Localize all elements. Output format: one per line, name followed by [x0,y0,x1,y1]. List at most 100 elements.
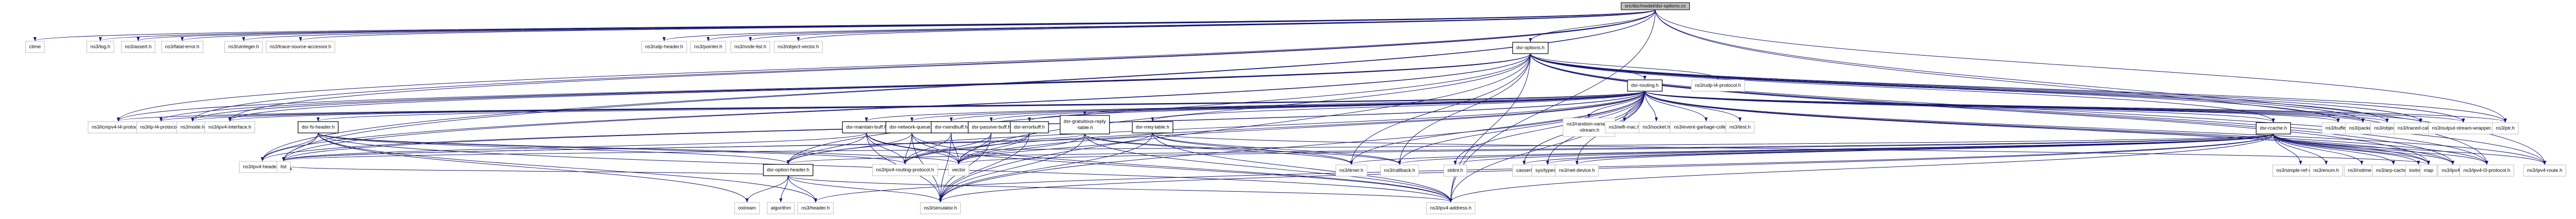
graph-node-errorbuff[interactable]: dsr-errorbuff.h [1010,121,1049,133]
node-label: -stream.h [1579,128,1599,133]
graph-node-udpl4[interactable]: ns3/udp-l4-protocol.h [1691,79,1745,92]
graph-node-maintain[interactable]: dsr-maintain-buff.h [842,121,891,133]
edge-optheader-to-ipv4addr [788,175,1452,203]
edge-routing_h-to-ipv4addr [1449,91,1646,203]
node-label: dsr-options.h [1516,45,1545,51]
edge-errorbuff-to-simulator [939,132,1030,203]
graph-node-log[interactable]: ns3/log.h [86,41,114,53]
graph-node-osw[interactable]: ns3/output-stream-wrapper.h [2428,122,2499,134]
edge-optheader-to-list [289,166,789,176]
graph-node-nodelist[interactable]: ns3/node-list.h [730,41,770,53]
edge-rcache-to-ipv4route [2273,133,2547,165]
edge-options_h-to-ipv4route [1530,53,2547,165]
graph-node-netdev[interactable]: ns3/net-device.h [1555,164,1599,177]
edge-rreq-to-timer [1152,132,1353,165]
graph-node-root[interactable]: src/dsr/model/dsr-options.cc [1621,2,1690,10]
graph-node-ptr[interactable]: ns3/ptr.h [2492,122,2519,134]
node-box [1010,121,1049,133]
node-label: ns3/fatal-error.h [165,44,199,50]
graph-node-rcache[interactable]: dsr-rcache.h [2256,122,2291,134]
node-label: ns3/traced-callback.h [2398,126,2444,131]
graph-node-assert[interactable]: ns3/assert.h [121,41,156,53]
edge-optheader-to-ostream [745,175,789,203]
graph-node-node[interactable]: ns3/node.h [176,121,209,133]
node-label: ns3/wifi-mac.h [1609,125,1640,130]
node-label: ns3/test.h [1730,125,1751,130]
edge-rreq-to-vector [957,132,1153,164]
edge-rcache-to-rstime [2273,133,2364,165]
graph-node-vector[interactable]: vector [948,164,970,176]
node-box [1380,164,1419,177]
node-box [2523,164,2566,177]
node-label: ns3/ipv4-interface.h [209,125,251,130]
node-label: ns3/ipv4-route.h [2527,168,2562,174]
graph-node-tsa[interactable]: ns3/trace-source-accessor.h [266,41,335,53]
node-label: dsr-fs-header.h [302,125,335,130]
node-box [224,41,263,53]
node-label: ns3/ipv4-address.h [1430,206,1471,211]
node-label: ns3/timer.h [1340,168,1363,174]
graph-node-fatal[interactable]: ns3/fatal-error.h [161,41,204,53]
graph-node-fs_header[interactable]: dsr-fs-header.h [297,121,339,133]
edge-root-to-ipv4if [228,9,1656,122]
graph-node-callback[interactable]: ns3/callback.h [1380,164,1419,177]
graph-node-ctime[interactable]: ctime [25,41,45,53]
graph-node-ipv4if[interactable]: ns3/ipv4-interface.h [205,121,256,133]
edge-rcache-to-list [282,133,2274,161]
node-label: dsr-gratuitous-reply [1064,119,1106,125]
graph-node-simulator[interactable]: ns3/simulator.h [920,202,961,214]
graph-node-rreq[interactable]: dsr-rreq-table.h [1132,121,1174,133]
node-box [767,202,795,214]
graph-node-algorithm[interactable]: algorithm [767,202,795,214]
edge-rreq-to-ipv4addr [1152,132,1452,203]
graph-node-list[interactable]: list [277,161,291,173]
graph-node-timer[interactable]: ns3/timer.h [1335,164,1367,177]
graph-node-wifimac[interactable]: ns3/wifi-mac.h [1605,121,1644,133]
graph-node-objvec[interactable]: ns3/object-vector.h [774,41,823,53]
edge-passive-to-ipv4rp [903,132,992,164]
graph-node-enum[interactable]: ns3/enum.h [2309,164,2343,177]
edge-routing_h-to-test [1645,91,1742,122]
graph-node-ipv4route[interactable]: ns3/ipv4-route.h [2523,164,2566,177]
graph-node-ostream[interactable]: ostream [734,202,760,214]
edge-rcache-to-ipv4addr [1449,133,2274,203]
graph-node-ipv4rp[interactable]: ns3/ipv4-routing-protocol.h [872,164,938,176]
graph-node-ipv4addr[interactable]: ns3/ipv4-address.h [1426,202,1476,214]
graph-node-routing_h[interactable]: dsr-routing.h [1627,79,1663,92]
edge-options_h-to-rcache [1530,53,2275,123]
graph-node-ipv4l3[interactable]: ns3/ipv4-l3-protocol.h [2459,164,2514,177]
node-label: ns3/udp-header.h [645,44,683,50]
edge-netqueue-to-ipv4rp [903,132,912,164]
node-label: cassert [1516,168,1532,174]
edge-routing_h-to-fs_header [317,91,1646,122]
edge-rreq-to-callback [1152,132,1401,165]
node-box [1335,164,1367,177]
edge-root-to-node [191,9,1656,122]
graph-node-test[interactable]: ns3/test.h [1725,121,1755,133]
graph-node-socket[interactable]: ns3/socket.h [1638,121,1674,133]
graph-node-header[interactable]: ns3/header.h [798,202,834,214]
graph-node-optheader[interactable]: dsr-option-header.h [763,164,814,176]
edge-rreq-to-map [1152,132,2430,165]
node-label: ns3/simulator.h [924,206,957,211]
edge-root-to-udphdr [663,9,1656,41]
graph-node-pointer[interactable]: ns3/pointer.h [690,41,726,53]
node-label: ns3/socket.h [1642,125,1670,130]
edge-routing_h-to-ipv4route [1645,91,2547,165]
graph-node-map[interactable]: map [2420,164,2437,177]
graph-node-rsendbuff[interactable]: dsr-rsendbuff.h [930,121,972,133]
edge-options_h-to-icmp [117,53,1531,122]
node-label: ostream [738,206,756,211]
graph-node-passive[interactable]: dsr-passive-buff.h [968,121,1015,133]
edge-rcache-to-ipv4 [2273,133,2454,165]
graph-node-uinteger[interactable]: ns3/uinteger.h [224,41,263,53]
graph-node-udphdr[interactable]: ns3/udp-header.h [641,41,687,53]
graph-node-options_h[interactable]: dsr-options.h [1512,42,1549,54]
edge-rsendbuff-to-simulator [939,132,952,203]
graph-node-netqueue[interactable]: dsr-network-queue.h [885,121,939,133]
node-box [872,164,938,176]
node-box [205,121,256,133]
graph-node-gratuitous[interactable]: dsr-gratuitous-reply-table.h [1060,115,1110,134]
graph-node-stdint[interactable]: stdint.h [1443,164,1467,177]
graph-node-ipv4hdr[interactable]: ns3/ipv4-header.h [239,161,286,173]
